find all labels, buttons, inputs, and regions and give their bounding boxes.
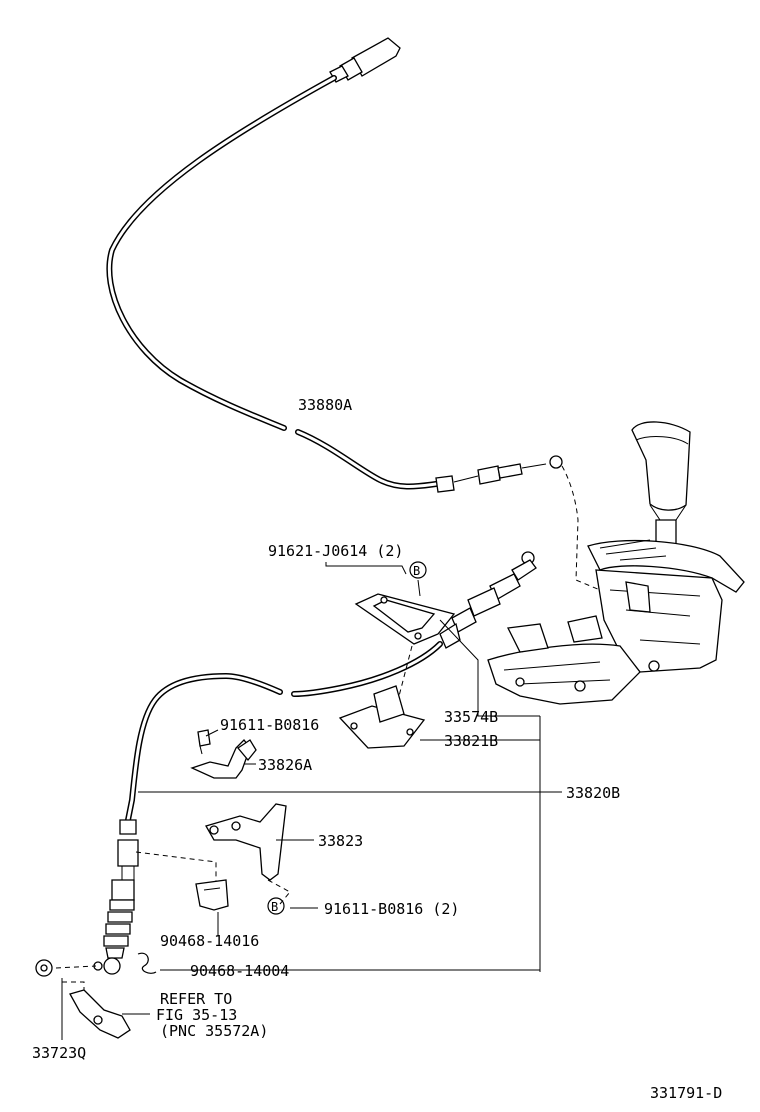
nut-33723q <box>35 959 53 977</box>
shift-lever-assembly <box>487 421 745 705</box>
bracket-33821b <box>338 685 426 749</box>
bracket-33826a <box>190 729 257 779</box>
label-91611-b0816-left: 91611-B0816 <box>220 716 319 734</box>
label-91621-j0614: 91621-J0614 (2) <box>268 542 403 560</box>
label-33880a: 33880A <box>298 396 352 414</box>
label-90468-14016: 90468-14016 <box>160 932 259 950</box>
label-33821b: 33821B <box>444 732 498 750</box>
label-33823: 33823 <box>318 832 363 850</box>
marker-b-top-label: B <box>413 564 420 578</box>
clip-90468-14004 <box>137 952 157 974</box>
label-90468-14004: 90468-14004 <box>190 962 289 980</box>
label-refer-line3: (PNC 35572A) <box>160 1022 268 1040</box>
bracket-33823 <box>205 803 291 905</box>
marker-b-bottom-label: B <box>271 900 278 914</box>
refer-bracket <box>69 989 131 1039</box>
leader-lines <box>61 562 562 1040</box>
clip-90468-14016 <box>195 879 229 911</box>
label-33820b: 33820B <box>566 784 620 802</box>
upper-cable-assembly <box>106 37 601 591</box>
label-refer-line2: FIG 35-13 <box>156 1006 237 1024</box>
lower-cable-assembly <box>55 551 537 1000</box>
retainer-33574b <box>354 593 456 701</box>
label-refer-line1: REFER TO <box>160 990 232 1008</box>
marker-b-bottom: B <box>267 897 285 915</box>
marker-b-top: B <box>409 561 427 579</box>
label-91611-b0816-bottom: 91611-B0816 (2) <box>324 900 459 918</box>
label-33574b: 33574B <box>444 708 498 726</box>
figure-id: 331791-D <box>650 1084 722 1102</box>
label-33723q: 33723Q <box>32 1044 86 1062</box>
label-33826a: 33826A <box>258 756 312 774</box>
